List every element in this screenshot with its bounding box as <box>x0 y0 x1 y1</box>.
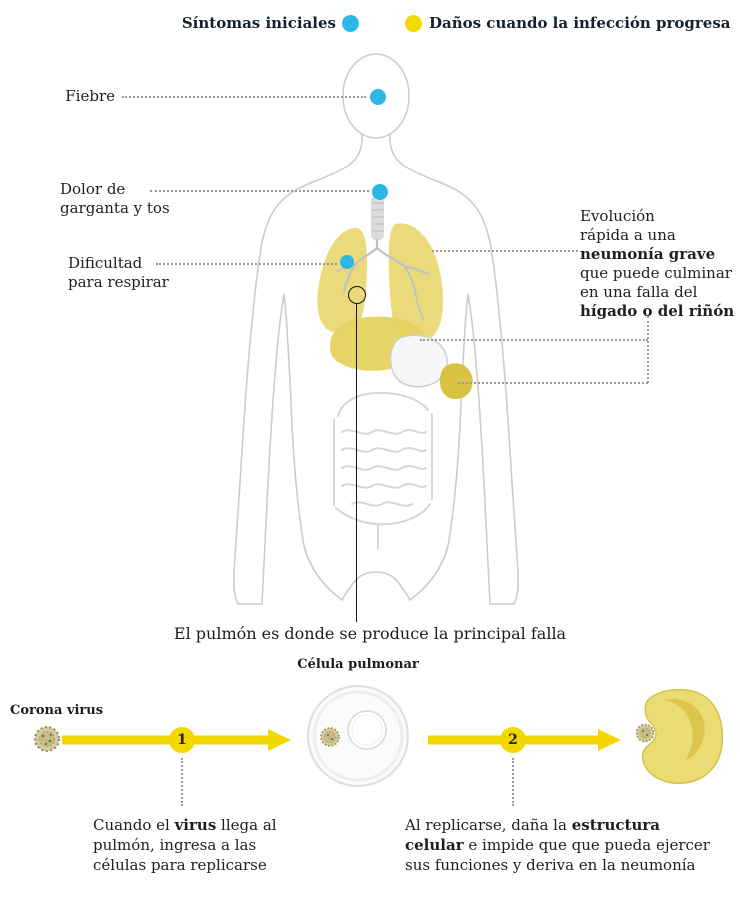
step2-line2: celular e impide que que pueda ejercer <box>405 835 710 855</box>
step1-line1-post: llega al <box>216 816 277 834</box>
evolution-text: Evolución rápida a una neumonía grave qu… <box>580 207 735 321</box>
breathing-difficulty-label: Dificultad para respirar <box>68 254 169 292</box>
breathing-line2: para respirar <box>68 273 169 291</box>
evolution-line5: en una falla del <box>580 283 698 301</box>
kidney-leader-line <box>458 382 648 384</box>
lung-pointer-line <box>356 304 357 622</box>
step1-leader-line <box>181 758 183 806</box>
step1-line1: Cuando el virus llega al <box>93 815 277 835</box>
breathing-dot <box>340 255 354 269</box>
stomach <box>389 334 448 388</box>
step1-text: Cuando el virus llega al pulmón, ingresa… <box>93 815 277 875</box>
step2-text: Al replicarse, daña la estructura celula… <box>405 815 710 875</box>
sore-throat-line1: Dolor de <box>60 180 126 198</box>
sore-throat-line2: garganta y tos <box>60 199 170 217</box>
breathing-leader-line <box>156 263 337 265</box>
step2-number: 2 <box>508 732 518 748</box>
step1-arrow <box>62 729 291 751</box>
step1-line1-pre: Cuando el <box>93 816 175 834</box>
cell-nucleus <box>347 710 387 750</box>
lung-caption: El pulmón es donde se produce la princip… <box>173 624 567 643</box>
step2-badge: 2 <box>500 727 526 753</box>
trachea <box>371 196 384 240</box>
bronchi <box>335 238 430 321</box>
lung-pointer-circle <box>348 286 366 304</box>
fever-leader-line <box>122 96 366 98</box>
trachea-rings <box>372 202 384 232</box>
virus-in-cell-icon <box>320 727 340 747</box>
virus-in-damaged-cell-icon <box>635 723 655 743</box>
damaged-cell-body <box>641 688 724 784</box>
legend-progress-dot <box>405 15 422 32</box>
evolution-line3-bold: neumonía grave <box>580 245 716 263</box>
cell-label: Célula pulmonar <box>297 657 419 672</box>
throat-leader-line <box>150 190 369 192</box>
breathing-line1: Dificultad <box>68 254 143 272</box>
organs <box>317 196 473 549</box>
step2-leader-line <box>512 758 514 806</box>
step2-line1-bold: estructura <box>571 816 661 834</box>
step1-line1-bold: virus <box>174 816 217 834</box>
step2-line1-pre: Al replicarse, daña la <box>405 816 572 834</box>
coronavirus-icon <box>34 726 60 752</box>
legend-progress-label: Daños cuando la infección progresa <box>429 14 731 32</box>
step2-line1: Al replicarse, daña la estructura <box>405 815 710 835</box>
damaged-cell-crescent <box>664 699 705 761</box>
evolution-line1: Evolución <box>580 207 655 225</box>
left-lung <box>317 227 367 334</box>
sore-throat-label: Dolor de garganta y tos <box>60 180 170 218</box>
evolution-line2: rápida a una <box>580 226 676 244</box>
virus-label: Corona virus <box>10 703 104 718</box>
evolution-line4: que puede culminar <box>580 264 732 282</box>
step2-line3: sus funciones y deriva en la neumonía <box>405 856 696 874</box>
spleen <box>440 363 473 400</box>
throat-dot <box>372 184 388 200</box>
step1-line3: células para replicarse <box>93 856 267 874</box>
evolution-line6-bold: hígado o del riñón <box>580 302 735 320</box>
step1-line2: pulmón, ingresa a las <box>93 836 257 854</box>
damaged-cell <box>635 688 724 784</box>
liver-leader-line <box>420 339 648 341</box>
lung-cell <box>307 685 409 787</box>
intestines <box>333 391 433 549</box>
right-lung <box>388 223 444 343</box>
legend-initial-label: Síntomas iniciales <box>181 14 336 32</box>
step2-line2-bold: celular <box>405 836 464 854</box>
step1-number: 1 <box>177 732 187 748</box>
organ-bracket-vertical-line <box>647 316 649 383</box>
step2-line2-post: e impide que que pueda ejercer <box>463 836 710 854</box>
fever-label: Fiebre <box>65 87 115 105</box>
pneumonia-leader-line <box>432 250 578 252</box>
legend-initial-dot <box>342 15 359 32</box>
step1-badge: 1 <box>169 727 195 753</box>
fever-dot <box>370 89 386 105</box>
